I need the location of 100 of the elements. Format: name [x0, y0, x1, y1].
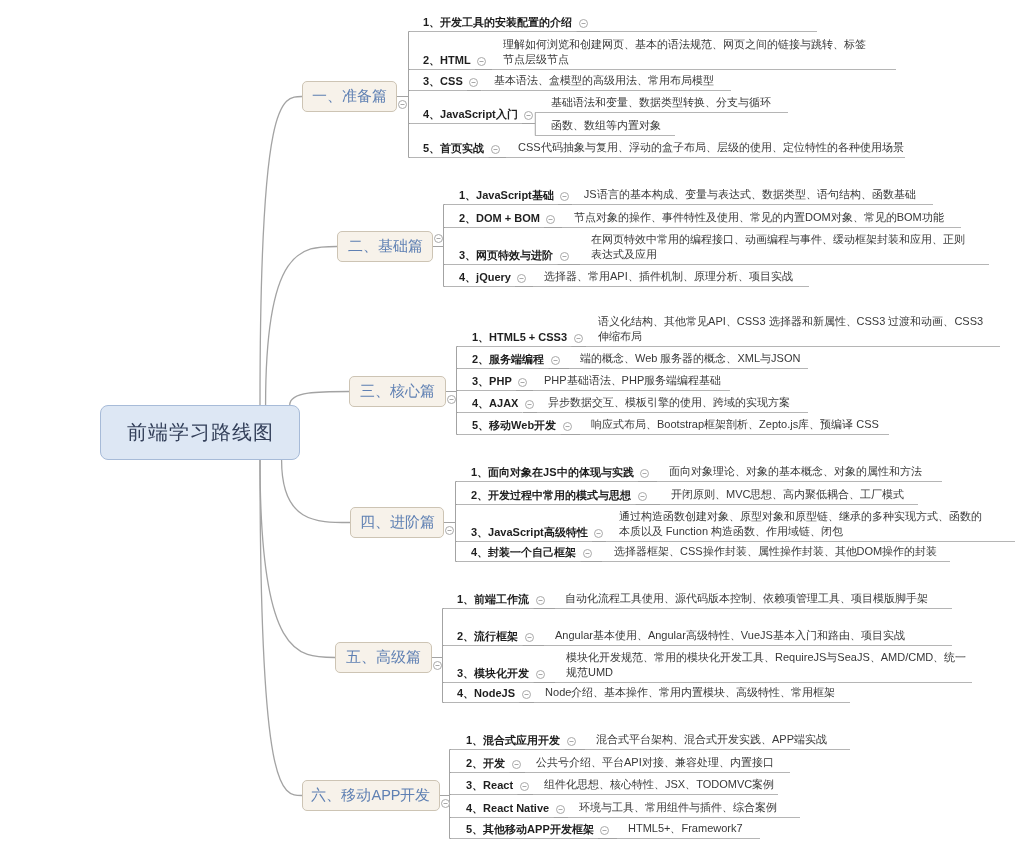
subtopic: 3、PHP [458, 374, 516, 391]
subtopic: 1、前端工作流 [444, 592, 534, 609]
subtopic: 2、流行框架 [444, 629, 523, 646]
elbow-connector [445, 346, 459, 435]
detail-text: Angular基本使用、Angular高级特性、VueJS基本入门和路由、项目实战 [544, 628, 952, 646]
elbow-connector [432, 204, 446, 287]
elbow-connector [396, 31, 411, 158]
connector-line [466, 90, 483, 91]
subtopic: 1、HTML5 + CSS3 [458, 330, 572, 347]
central-topic-box: 前端学习路线图 [100, 405, 300, 460]
subtopic: 3、模块化开发 [444, 666, 534, 683]
detail-text: PHP基础语法、PHP服务端编程基础 [533, 373, 730, 391]
curved-connector [280, 459, 351, 524]
subtopic: 2、服务端编程 [458, 352, 549, 369]
subtopic: 4、NodeJS [444, 686, 520, 703]
connector-line [518, 702, 535, 703]
detail-text: 选择器、常用API、插件机制、原理分析、项目实战 [533, 269, 809, 287]
detail-text: 基本语法、盒模型的高级用法、常用布局模型 [481, 73, 731, 91]
branch-topic-box: 二、基础篇 [337, 231, 433, 262]
connector-line [591, 541, 608, 542]
detail-text: 公共号介绍、平台API对接、兼容处理、内置接口 [525, 755, 790, 773]
detail-text: 组件化思想、核心特性、JSX、TODOMVC案例 [533, 777, 778, 795]
detail-text: 端的概念、Web 服务器的概念、XML与JSON [569, 351, 808, 369]
subtopic: 3、CSS [410, 74, 467, 91]
detail-text: 选择器框架、CSS操作封装、属性操作封装、其他DOM操作的封装 [602, 544, 950, 562]
subtopic: 3、React [451, 778, 518, 795]
elbow-connector [443, 481, 458, 562]
connector-line [521, 112, 538, 124]
connector-line [487, 157, 507, 158]
curved-connector [264, 245, 338, 406]
detail-text: 基础语法和变量、数据类型转换、分支与循环 [536, 95, 788, 113]
detail-text: 环境与工具、常用组件与插件、综合案例 [568, 800, 801, 818]
elbow-connector [439, 749, 452, 839]
detail-text: 在网页特效中常用的编程接口、动画编程与事件、缓动框架封装和应用、正则表达式及应用 [580, 232, 989, 265]
subtopic: 1、开发工具的安装配置的介绍 [410, 15, 577, 32]
branch-topic-box: 五、高级篇 [335, 642, 432, 673]
underline [600, 31, 817, 32]
subtopic: 2、开发 [451, 756, 510, 773]
connector-line [634, 504, 661, 505]
connector-line [521, 645, 545, 646]
elbow-connector [431, 608, 445, 703]
subtopic: 2、DOM + BOM [445, 211, 544, 228]
detail-text: 面向对象理论、对象的基本概念、对象的属性和方法 [657, 464, 942, 482]
connector-line [532, 682, 556, 683]
curved-connector [289, 390, 350, 406]
connector-line [579, 561, 603, 562]
connector-line [552, 817, 569, 818]
branch-topic-box: 三、核心篇 [349, 376, 446, 407]
connector-line [575, 31, 601, 32]
subtopic: 4、React Native [451, 801, 554, 818]
connector-line [637, 481, 658, 482]
detail-text: JS语言的基本构成、变量与表达式、数据类型、语句结构、函数基础 [572, 187, 933, 205]
curved-connector [259, 95, 303, 406]
detail-text: 开闭原则、MVC思想、高内聚低耦合、工厂模式 [660, 487, 918, 505]
subtopic: 4、封装一个自己框架 [457, 545, 581, 562]
subtopic: 4、JavaScript入门 [410, 107, 522, 124]
branch-topic-box: 四、进阶篇 [350, 507, 444, 538]
subtopic: 1、JavaScript基础 [445, 188, 558, 205]
detail-text: 通过构造函数创建对象、原型对象和原型链、继承的多种实现方式、函数的本质以及 Function 构造函数、作用域链、闭包 [606, 509, 1015, 542]
detail-text: CSS代码抽象与复用、浮动的盒子布局、层级的使用、定位特性的各种使用场景 [506, 140, 905, 158]
connector-line [474, 69, 493, 70]
subtopic: 5、其他移动APP开发框架 [451, 822, 598, 839]
subtopic: 2、HTML [410, 53, 475, 70]
subtopic: 4、jQuery [445, 270, 515, 287]
subtopic: 2、开发过程中常用的模式与思想 [457, 488, 636, 505]
connector-line [597, 838, 618, 839]
subtopic: 1、混合式应用开发 [451, 733, 565, 750]
connector-line [521, 412, 538, 413]
connector-line [563, 749, 586, 750]
curved-connector [259, 459, 336, 659]
detail-text: 理解如何浏览和创建网页、基本的语法规范、网页之间的链接与跳转、标签节点层级节点 [492, 37, 896, 70]
connector-line [508, 772, 526, 773]
branch-topic-box: 六、移动APP开发 [302, 780, 440, 811]
connector-line [532, 608, 556, 609]
detail-text: 语义化结构、其他常见API、CSS3 选择器和新属性、CSS3 过渡和动画、CSS3 伸缩布局 [586, 314, 1001, 347]
subtopic: 3、JavaScript高级特性 [457, 525, 592, 542]
subtopic: 1、面向对象在JS中的体现与实践 [457, 465, 638, 482]
detail-text: 模块化开发规范、常用的模块化开发工具、RequireJS与SeaJS、AMD/CMD、统一规范UMD [555, 650, 972, 683]
connector-line [515, 390, 534, 391]
connector-line [557, 204, 574, 205]
subtopic: 5、首页实战 [410, 141, 489, 158]
detail-text: 节点对象的操作、事件特性及使用、常见的内置DOM对象、常见的BOM功能 [562, 210, 961, 228]
subtopic: 5、移动Web开发 [458, 418, 561, 435]
detail-text: HTML5+、Framework7 [617, 821, 760, 839]
detail-text: 函数、数组等内置对象 [536, 118, 675, 136]
detail-text: 混合式平台架构、混合式开发实践、APP端实战 [585, 732, 850, 750]
detail-text: 自动化流程工具使用、源代码版本控制、依赖项管理工具、项目模版脚手架 [555, 591, 952, 609]
subtopic: 4、AJAX [458, 396, 523, 413]
connector-line [547, 368, 570, 369]
connector-line [559, 434, 581, 435]
branch-topic-box: 一、准备篇 [302, 81, 397, 112]
detail-text: 响应式布局、Bootstrap框架剖析、Zepto.js库、预编译 CSS [580, 417, 889, 435]
connector-line [543, 227, 563, 228]
detail-text: 异步数据交互、模板引擎的使用、跨域的实现方案 [537, 395, 809, 413]
connector-line [516, 794, 534, 795]
connector-line [570, 346, 587, 347]
detail-text: Node介绍、基本操作、常用内置模块、高级特性、常用框架 [534, 685, 851, 703]
connector-line [556, 264, 581, 265]
subtopic: 3、网页特效与进阶 [445, 248, 558, 265]
connector-line [514, 286, 534, 287]
